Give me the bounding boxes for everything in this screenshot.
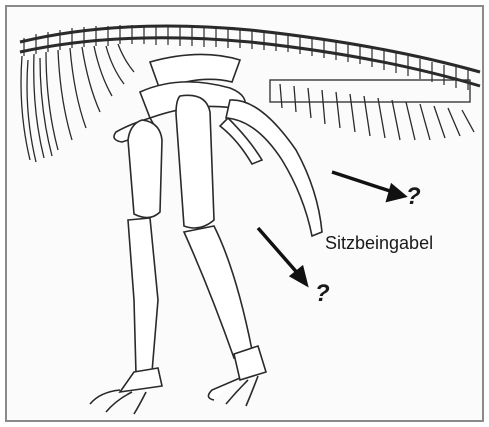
- ischium-fork-label: Sitzbeingabel: [325, 233, 433, 254]
- question-mark-upper: ?: [406, 183, 421, 211]
- question-mark-lower: ?: [315, 280, 330, 308]
